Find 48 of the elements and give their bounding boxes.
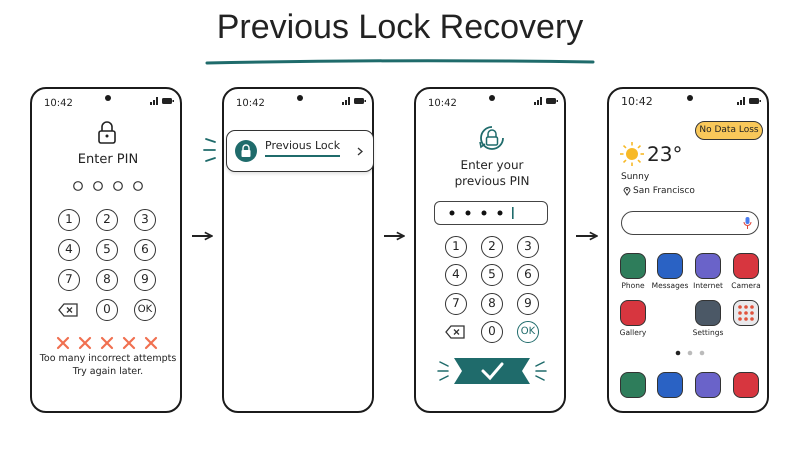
app-icon bbox=[620, 372, 646, 398]
menu-card bbox=[226, 130, 374, 172]
menu-label: Previous Lock bbox=[265, 139, 340, 157]
keypad-key: 7 bbox=[58, 269, 80, 291]
keypad-key: OK bbox=[517, 321, 539, 343]
app-icon bbox=[657, 372, 683, 398]
keypad-key: 2 bbox=[481, 236, 503, 258]
app-icon bbox=[733, 372, 759, 398]
keypad-key: 6 bbox=[517, 264, 539, 286]
error-message: Too many incorrect attempts Try again later. bbox=[38, 353, 178, 379]
weather-condition: Sunny bbox=[621, 171, 650, 184]
keypad-key: 1 bbox=[58, 209, 80, 231]
pin-input-field bbox=[434, 201, 548, 225]
keypad-key: 8 bbox=[96, 269, 118, 291]
keypad-key: 9 bbox=[517, 293, 539, 315]
phone-screen bbox=[607, 87, 769, 413]
arrow bbox=[384, 232, 405, 240]
status-time: 10:42 bbox=[236, 97, 266, 110]
keypad-key: 8 bbox=[481, 293, 503, 315]
status-time: 10:42 bbox=[621, 95, 654, 110]
phone-screen bbox=[30, 87, 182, 413]
temperature: 23° bbox=[647, 141, 684, 168]
keypad-key: 7 bbox=[445, 293, 467, 315]
location-text: San Francisco bbox=[633, 185, 696, 198]
status-time: 10:42 bbox=[428, 97, 458, 110]
keypad-key: 1 bbox=[445, 236, 467, 258]
keypad-key: 3 bbox=[134, 209, 156, 231]
diagram-title: Previous Lock Recovery bbox=[216, 8, 584, 47]
keypad-key: OK bbox=[134, 299, 156, 321]
keypad-key: 4 bbox=[445, 264, 467, 286]
keypad-key: 2 bbox=[96, 209, 118, 231]
screen-heading: Enter your previous PIN bbox=[454, 157, 530, 190]
search-bar bbox=[621, 211, 759, 235]
keypad-key: 5 bbox=[96, 239, 118, 261]
keypad-key: 5 bbox=[481, 264, 503, 286]
screen-heading: Enter PIN bbox=[76, 151, 140, 169]
phone-screen bbox=[414, 87, 566, 413]
app-icon bbox=[695, 372, 721, 398]
keypad-key: 3 bbox=[517, 236, 539, 258]
keypad-key: 9 bbox=[134, 269, 156, 291]
keypad-key: 4 bbox=[58, 239, 80, 261]
status-badge: No Data Loss bbox=[695, 121, 763, 140]
keypad-key: 0 bbox=[481, 321, 503, 343]
arrow bbox=[576, 232, 598, 240]
keypad-key: 0 bbox=[96, 299, 118, 321]
status-time: 10:42 bbox=[44, 97, 74, 110]
keypad-key: 6 bbox=[134, 239, 156, 261]
arrow bbox=[192, 232, 213, 240]
